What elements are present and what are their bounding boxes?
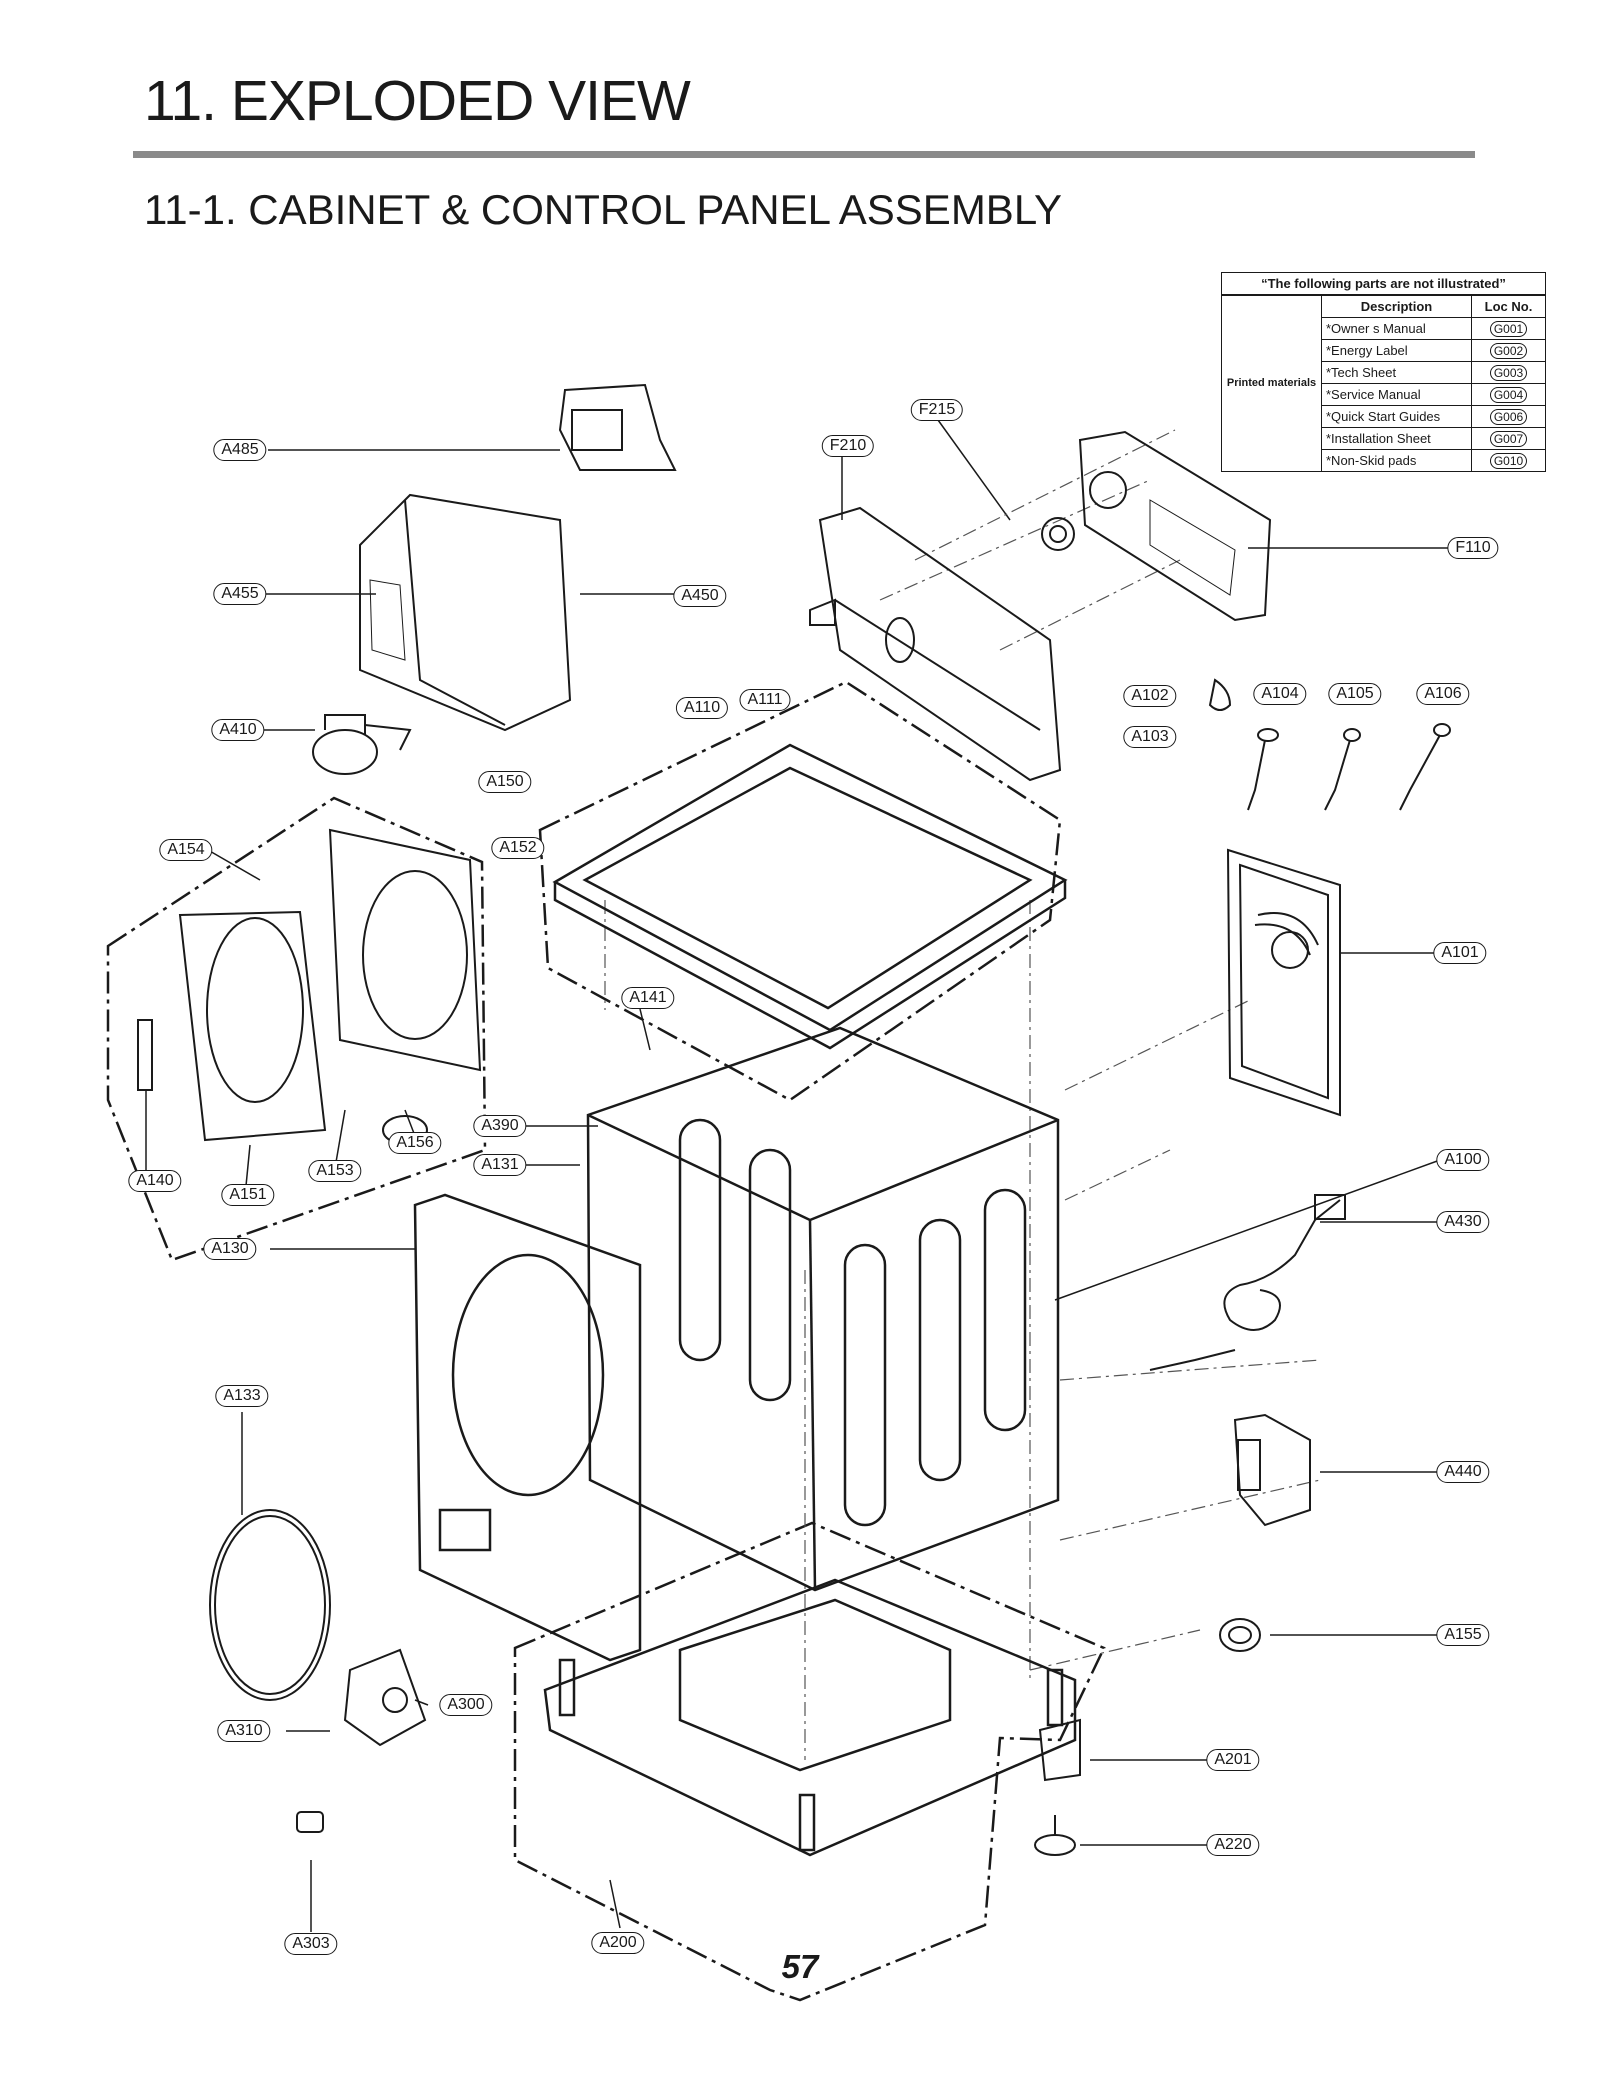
callout-f210: F210 [821, 435, 875, 457]
callout-a300: A300 [439, 1694, 493, 1716]
callout-a102: A102 [1123, 685, 1177, 707]
base-frame [543, 1578, 1077, 1857]
title-divider [133, 151, 1475, 158]
pressure-switch [312, 714, 412, 775]
callout-a450: A450 [673, 585, 727, 607]
callout-a101: A101 [1433, 942, 1487, 964]
loc-no-header: Loc No. [1470, 294, 1547, 318]
top-cover [552, 743, 1068, 1050]
callout-a200: A200 [591, 1932, 645, 1954]
table-row: *Non-Skid pads G010 [1222, 449, 1547, 472]
row-loc: G003 [1489, 365, 1528, 381]
leveling-leg-and-bracket [1034, 1718, 1081, 1856]
cabinet-body [586, 1026, 1060, 1592]
callout-a440: A440 [1436, 1461, 1490, 1483]
callout-a100: A100 [1436, 1149, 1490, 1171]
table-caption: “The following parts are not illustrated… [1220, 272, 1547, 296]
front-panel [413, 1193, 642, 1662]
callout-a310: A310 [217, 1720, 271, 1742]
control-panel-housing [809, 506, 1062, 782]
callout-a103: A103 [1123, 726, 1177, 748]
power-cord [1149, 1194, 1346, 1371]
row-description: *Tech Sheet [1321, 361, 1472, 384]
table-row: *Installation Sheet G007 [1222, 427, 1547, 450]
door-assembly [137, 828, 482, 1145]
callout-a430: A430 [1436, 1211, 1490, 1233]
callout-a154: A154 [159, 839, 213, 861]
row-loc: G010 [1489, 453, 1528, 469]
callout-a156: A156 [388, 1132, 442, 1154]
page-title: 11. EXPLODED VIEW [144, 69, 691, 133]
table-row: *Owner s Manual G001 [1222, 317, 1547, 340]
row-description: *Owner s Manual [1321, 317, 1472, 340]
assembly-boundaries [106, 680, 1106, 2002]
callout-a110: A110 [675, 697, 729, 719]
callout-a151: A151 [221, 1184, 275, 1206]
page-number: 57 [781, 1948, 819, 1985]
row-description: *Quick Start Guides [1321, 405, 1472, 428]
callout-f110: F110 [1447, 537, 1499, 559]
callout-f215: F215 [910, 399, 964, 421]
main-pcb-assembly [1041, 430, 1272, 622]
table-row: *Tech Sheet G003 [1222, 361, 1547, 384]
display-pcb-box [558, 383, 677, 471]
row-loc: G006 [1489, 409, 1528, 425]
callout-a111: A111 [739, 689, 791, 711]
callout-a106: A106 [1416, 683, 1470, 705]
callout-a140: A140 [128, 1170, 182, 1192]
callout-a220: A220 [1206, 1834, 1260, 1856]
dispenser-box [296, 1648, 427, 1833]
callout-a155: A155 [1436, 1624, 1490, 1646]
table-header-row: Printed materials Description Loc No. [1221, 294, 1547, 472]
leveling-feet [1208, 678, 1451, 811]
callout-a455: A455 [213, 583, 267, 605]
not-illustrated-parts-table: “The following parts are not illustrated… [1220, 272, 1547, 472]
callout-a131: A131 [473, 1154, 527, 1176]
callout-a133: A133 [215, 1385, 269, 1407]
callout-a152: A152 [491, 837, 545, 859]
door-gasket-ring [209, 1509, 331, 1701]
callout-a104: A104 [1253, 683, 1307, 705]
callout-a201: A201 [1206, 1749, 1260, 1771]
row-loc: G002 [1489, 343, 1528, 359]
row-loc: G004 [1489, 387, 1528, 403]
callout-a153: A153 [308, 1160, 362, 1182]
control-pcb [359, 493, 572, 732]
callout-a390: A390 [473, 1115, 527, 1137]
row-loc: G001 [1489, 321, 1528, 337]
callout-a130: A130 [203, 1238, 257, 1260]
callout-a141: A141 [621, 987, 675, 1009]
callout-a150: A150 [478, 771, 532, 793]
section-title: 11-1. CABINET & CONTROL PANEL ASSEMBLY [144, 186, 1063, 233]
row-description: *Installation Sheet [1321, 427, 1472, 450]
hose-clamp [1219, 1618, 1261, 1652]
callout-a105: A105 [1328, 683, 1382, 705]
noise-filter [1233, 1413, 1311, 1527]
row-description: *Non-Skid pads [1321, 449, 1472, 472]
callout-a303: A303 [284, 1933, 338, 1955]
printed-materials-group: Printed materials [1221, 294, 1322, 472]
row-loc: G007 [1489, 431, 1528, 447]
callout-a410: A410 [211, 719, 265, 741]
rear-panel [1226, 848, 1341, 1117]
callout-a485: A485 [213, 439, 267, 461]
table-caption-row: “The following parts are not illustrated… [1220, 272, 1547, 296]
projection-lines [604, 429, 1321, 1760]
